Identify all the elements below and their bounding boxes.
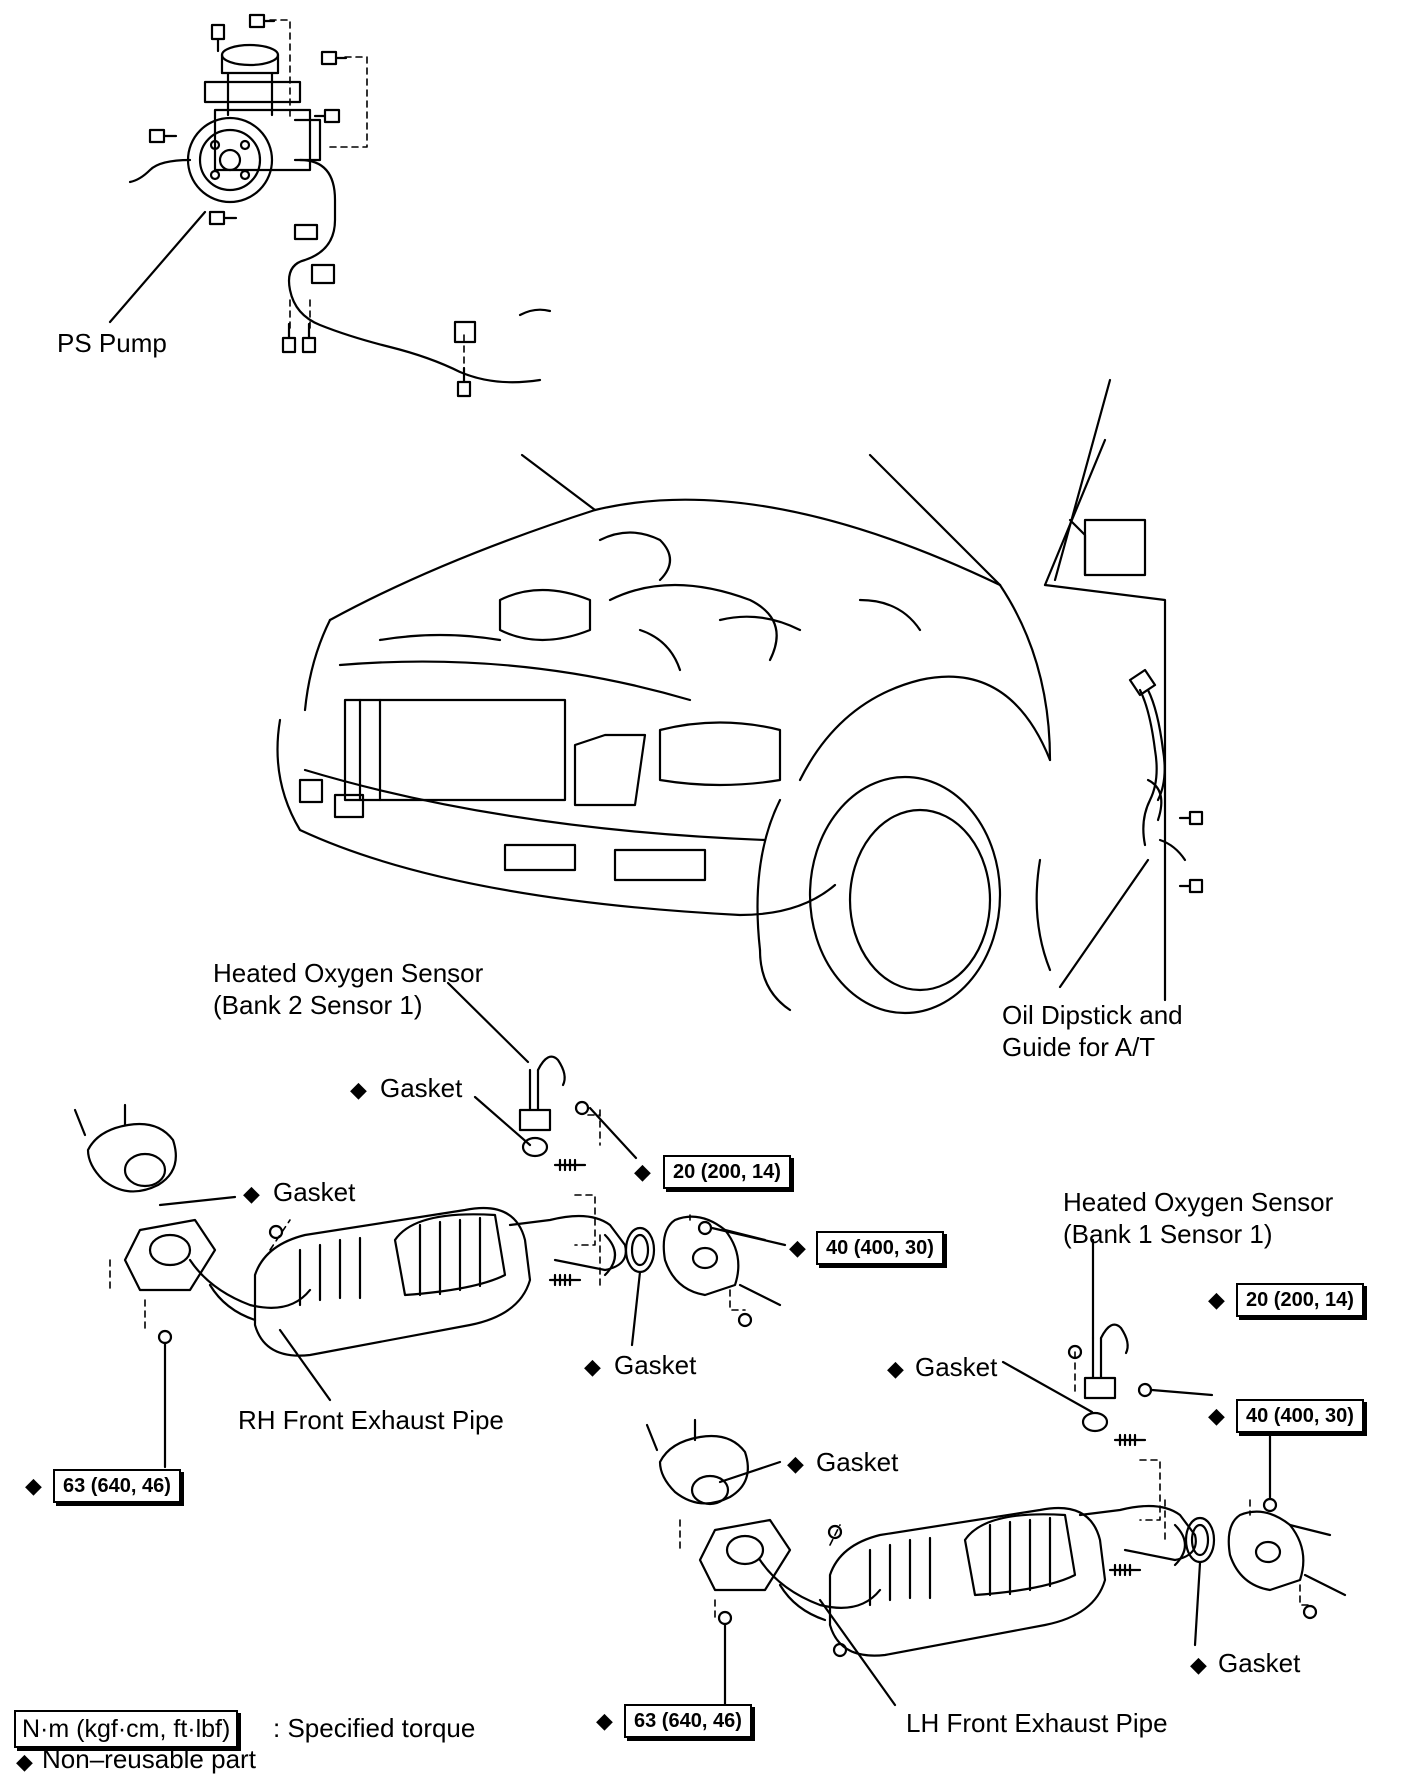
non-reusable-icon: ◆: [634, 1159, 651, 1184]
torque-spec-rh-sensor: 20 (200, 14): [663, 1155, 791, 1189]
ps-pump-assembly: [108, 13, 552, 398]
hos-bank1-label-line1: Heated Oxygen Sensor: [1063, 1187, 1334, 1217]
rh-exhaust-assembly: [73, 981, 787, 1469]
oil-dipstick-label-line1: Oil Dipstick and: [1002, 1000, 1183, 1030]
oil-dipstick-label-line2: Guide for A/T: [1002, 1032, 1156, 1062]
hos-bank2-label-line2: (Bank 2 Sensor 1): [213, 990, 423, 1020]
ps-pump-label: PS Pump: [57, 328, 167, 358]
non-reusable-icon: ◆: [584, 1354, 601, 1379]
legend-torque-text: : Specified torque: [273, 1713, 476, 1743]
lh-exhaust-assembly: [645, 1238, 1347, 1727]
gasket-label-sensor-rh: Gasket: [380, 1073, 463, 1103]
non-reusable-icon: ◆: [16, 1749, 33, 1774]
torque-spec-rh-flange: 40 (400, 30): [816, 1231, 944, 1265]
non-reusable-icon: ◆: [243, 1181, 260, 1206]
lh-front-exhaust-pipe-label: LH Front Exhaust Pipe: [906, 1708, 1168, 1738]
hos-bank1-label-line2: (Bank 1 Sensor 1): [1063, 1219, 1273, 1249]
gasket-label-flange-rh: Gasket: [614, 1350, 697, 1380]
gasket-label-manifold-lh: Gasket: [816, 1447, 899, 1477]
legend-torque-unit-box: N·m (kgf·cm, ft·lbf): [14, 1710, 239, 1748]
gasket-label-flange-lh: Gasket: [1218, 1648, 1301, 1678]
rh-front-exhaust-pipe-label: RH Front Exhaust Pipe: [238, 1405, 504, 1435]
non-reusable-icon: ◆: [1208, 1287, 1225, 1312]
non-reusable-icon: ◆: [25, 1473, 42, 1498]
non-reusable-icon: ◆: [1190, 1652, 1207, 1677]
hos-bank2-label-line1: Heated Oxygen Sensor: [213, 958, 484, 988]
gasket-label-manifold-rh: Gasket: [273, 1177, 356, 1207]
torque-spec-rh-manifold: 63 (640, 46): [53, 1469, 181, 1503]
torque-spec-lh-sensor: 20 (200, 14): [1236, 1283, 1364, 1317]
non-reusable-icon: ◆: [887, 1356, 904, 1381]
non-reusable-icon: ◆: [1208, 1403, 1225, 1428]
legend-non-reusable-text: Non–reusable part: [42, 1744, 256, 1774]
torque-spec-lh-flange: 40 (400, 30): [1236, 1399, 1364, 1433]
non-reusable-icon: ◆: [350, 1077, 367, 1102]
non-reusable-icon: ◆: [787, 1451, 804, 1476]
non-reusable-icon: ◆: [789, 1235, 806, 1260]
non-reusable-icon: ◆: [596, 1708, 613, 1733]
gasket-label-sensor-lh: Gasket: [915, 1352, 998, 1382]
torque-spec-lh-manifold: 63 (640, 46): [624, 1704, 752, 1738]
vehicle-front: [276, 378, 1204, 1015]
